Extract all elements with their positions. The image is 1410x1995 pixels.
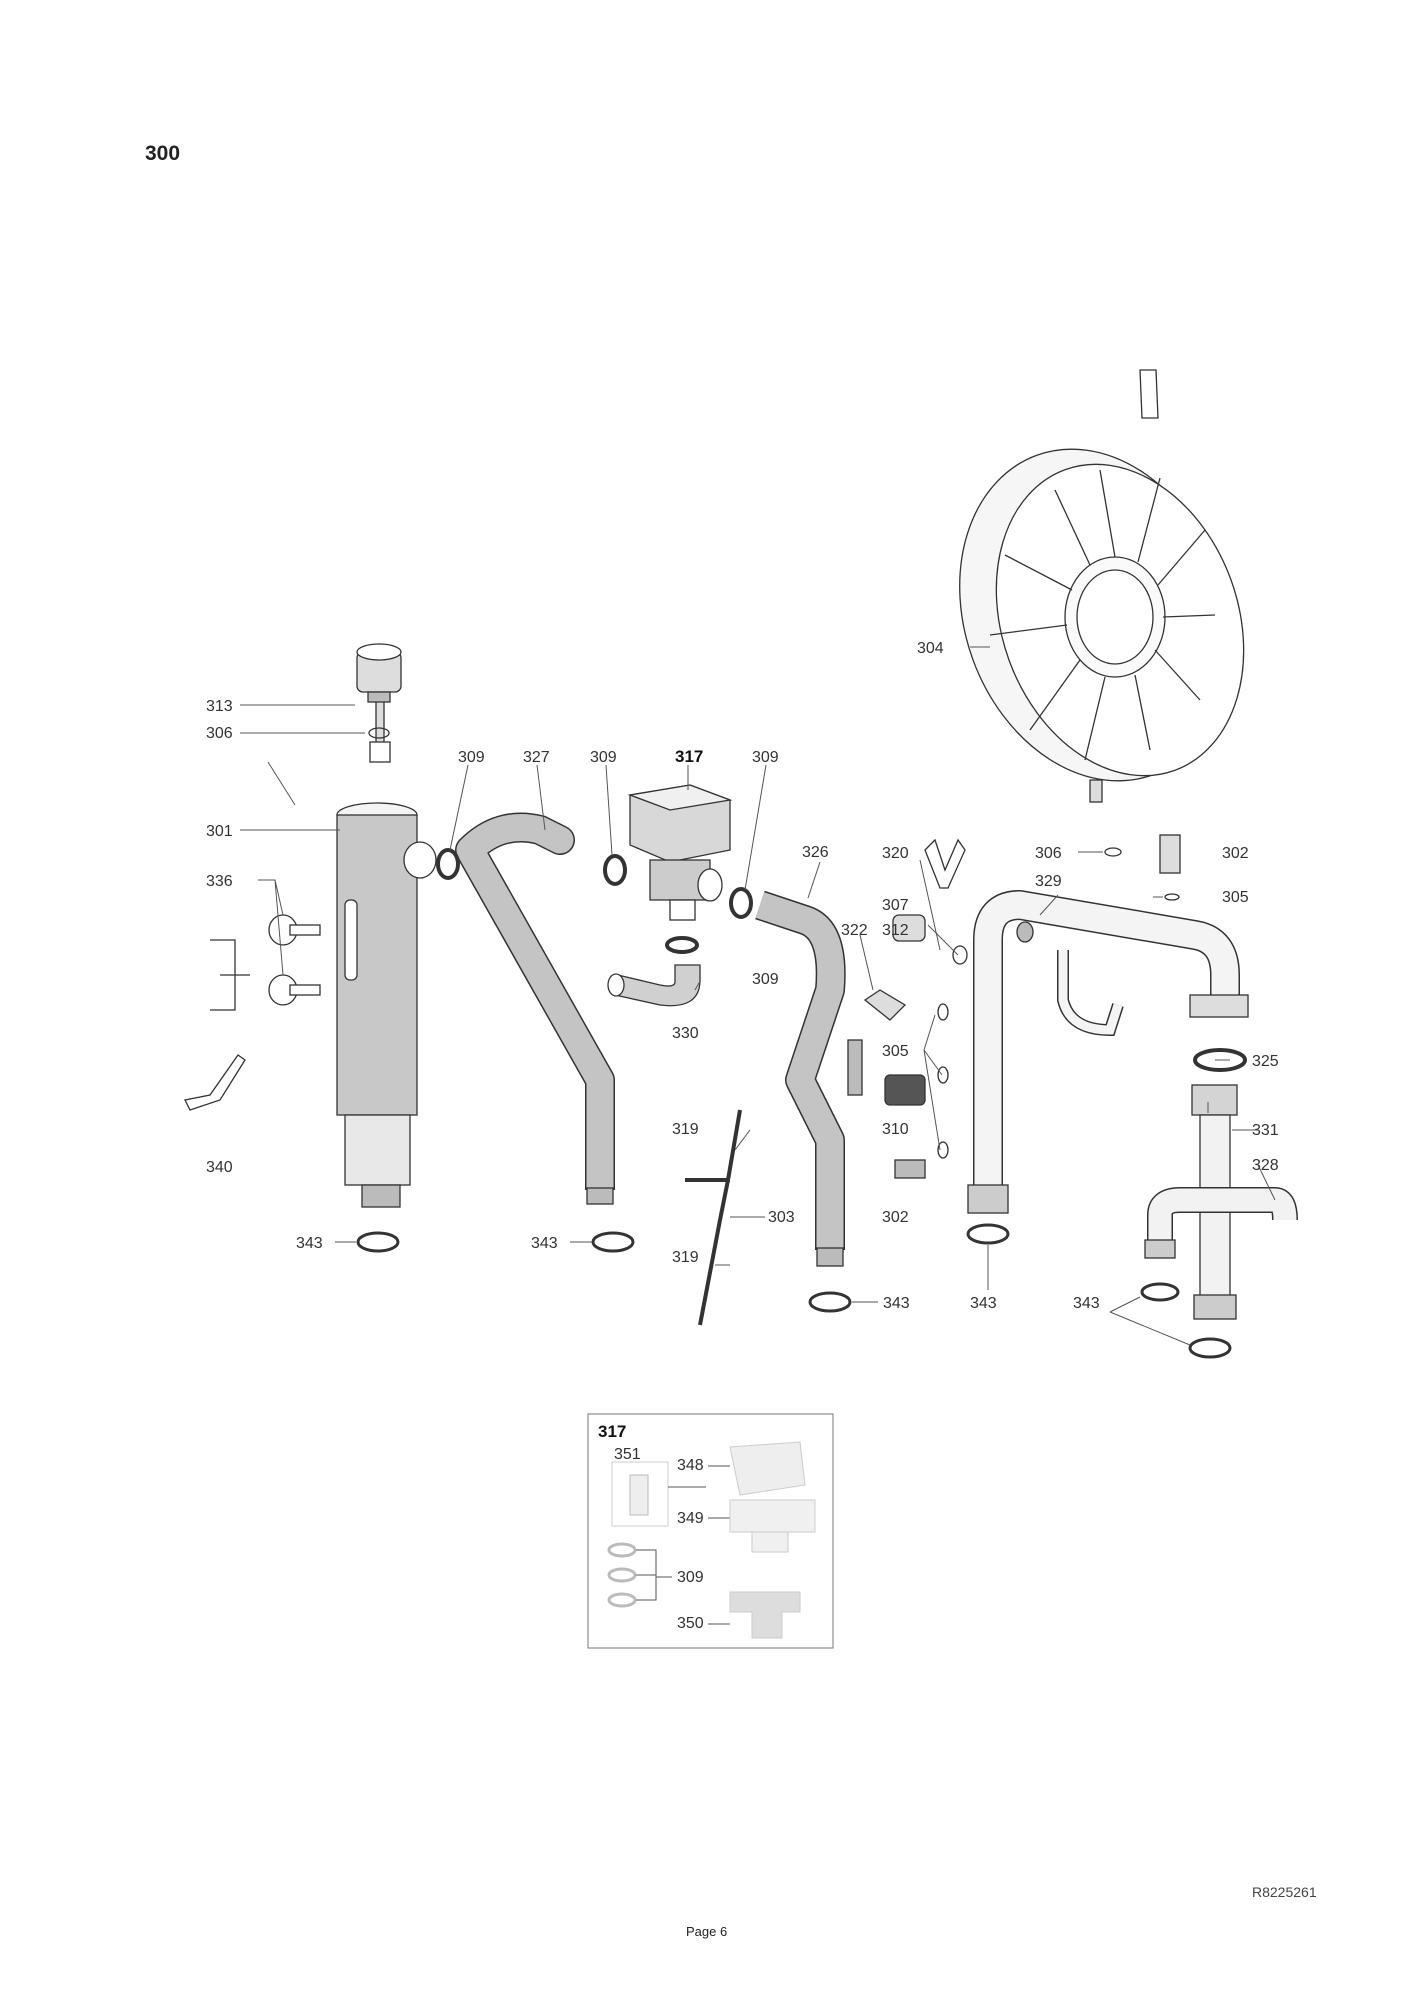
- callout-327: 327: [523, 749, 550, 766]
- part-302-fitting-upper: [1159, 834, 1181, 874]
- part-322-hose: [847, 1039, 863, 1096]
- inset-title: 317: [598, 1422, 626, 1441]
- callout-319: 319: [672, 1249, 699, 1266]
- part-319-wires: [685, 1109, 742, 1326]
- callout-317: 317: [675, 747, 703, 766]
- inset-317-detail: 317 351 348 349 309 350: [587, 1413, 834, 1649]
- callout-304: 304: [917, 640, 944, 657]
- callout-328: 328: [1252, 1157, 1279, 1174]
- callout-310: 310: [882, 1121, 909, 1138]
- part-317-diverter-valve: [627, 784, 733, 921]
- part-343-washers: [356, 1223, 1232, 1359]
- callout-343: 343: [970, 1295, 997, 1312]
- part-313-air-vent: [356, 643, 402, 703]
- part-306-oring: [368, 727, 390, 739]
- part-326-hose: [755, 892, 845, 1250]
- inset-callout-348: 348: [677, 1457, 704, 1474]
- section-number: 300: [145, 142, 181, 165]
- callout-343: 343: [883, 1295, 910, 1312]
- part-336-clips: [210, 914, 321, 1011]
- callout-309: 309: [590, 749, 617, 766]
- inset-callout-350: 350: [677, 1615, 704, 1632]
- callout-303: 303: [768, 1209, 795, 1226]
- callout-309: 309: [752, 971, 779, 988]
- callout-305: 305: [1222, 889, 1249, 906]
- part-329-manifold-pipe: [967, 890, 1249, 1214]
- callout-320: 320: [882, 845, 909, 862]
- callout-329: 329: [1035, 873, 1062, 890]
- callout-325: 325: [1252, 1053, 1279, 1070]
- inset-callout-351: 351: [614, 1446, 641, 1463]
- callout-302: 302: [1222, 845, 1249, 862]
- callout-330: 330: [672, 1025, 699, 1042]
- part-312-fitting: [892, 914, 926, 942]
- callout-313: 313: [206, 698, 233, 715]
- part-327-hose: [458, 843, 614, 1190]
- part-330-elbow: [607, 964, 701, 1007]
- part-301-hydraulic-cylinder: [336, 679, 437, 1208]
- page-number: Page 6: [686, 1924, 728, 1939]
- callout-301: 301: [206, 823, 233, 840]
- drawing-reference: R8225261: [1252, 1884, 1317, 1900]
- part-310-valve: [884, 1074, 926, 1106]
- part-304-expansion-vessel: [959, 369, 1245, 803]
- callout-322: 322: [841, 922, 868, 939]
- callout-305: 305: [882, 1043, 909, 1060]
- callout-306: 306: [1035, 845, 1062, 862]
- callout-326: 326: [802, 844, 829, 861]
- callout-309: 309: [752, 749, 779, 766]
- callout-343: 343: [531, 1235, 558, 1252]
- callout-343: 343: [296, 1235, 323, 1252]
- inset-callout-309: 309: [677, 1569, 704, 1586]
- small-orings: [937, 847, 1180, 1159]
- callout-302: 302: [882, 1209, 909, 1226]
- part-320-clip: [924, 838, 966, 889]
- part-302-fitting-lower: [894, 1159, 926, 1179]
- part-340-bracket: [184, 1054, 246, 1111]
- callout-306: 306: [206, 725, 233, 742]
- callout-307: 307: [882, 897, 909, 914]
- callout-343: 343: [1073, 1295, 1100, 1312]
- callout-331: 331: [1252, 1122, 1279, 1139]
- part-325-seal: [1193, 1048, 1247, 1072]
- callout-319: 319: [672, 1121, 699, 1138]
- inset-callout-349: 349: [677, 1510, 704, 1527]
- callout-309: 309: [458, 749, 485, 766]
- part-309-orings: [436, 848, 753, 954]
- callout-312: 312: [882, 922, 909, 939]
- callout-336: 336: [206, 873, 233, 890]
- callout-340: 340: [206, 1159, 233, 1176]
- part-322-elbow-fitting: [863, 989, 907, 1021]
